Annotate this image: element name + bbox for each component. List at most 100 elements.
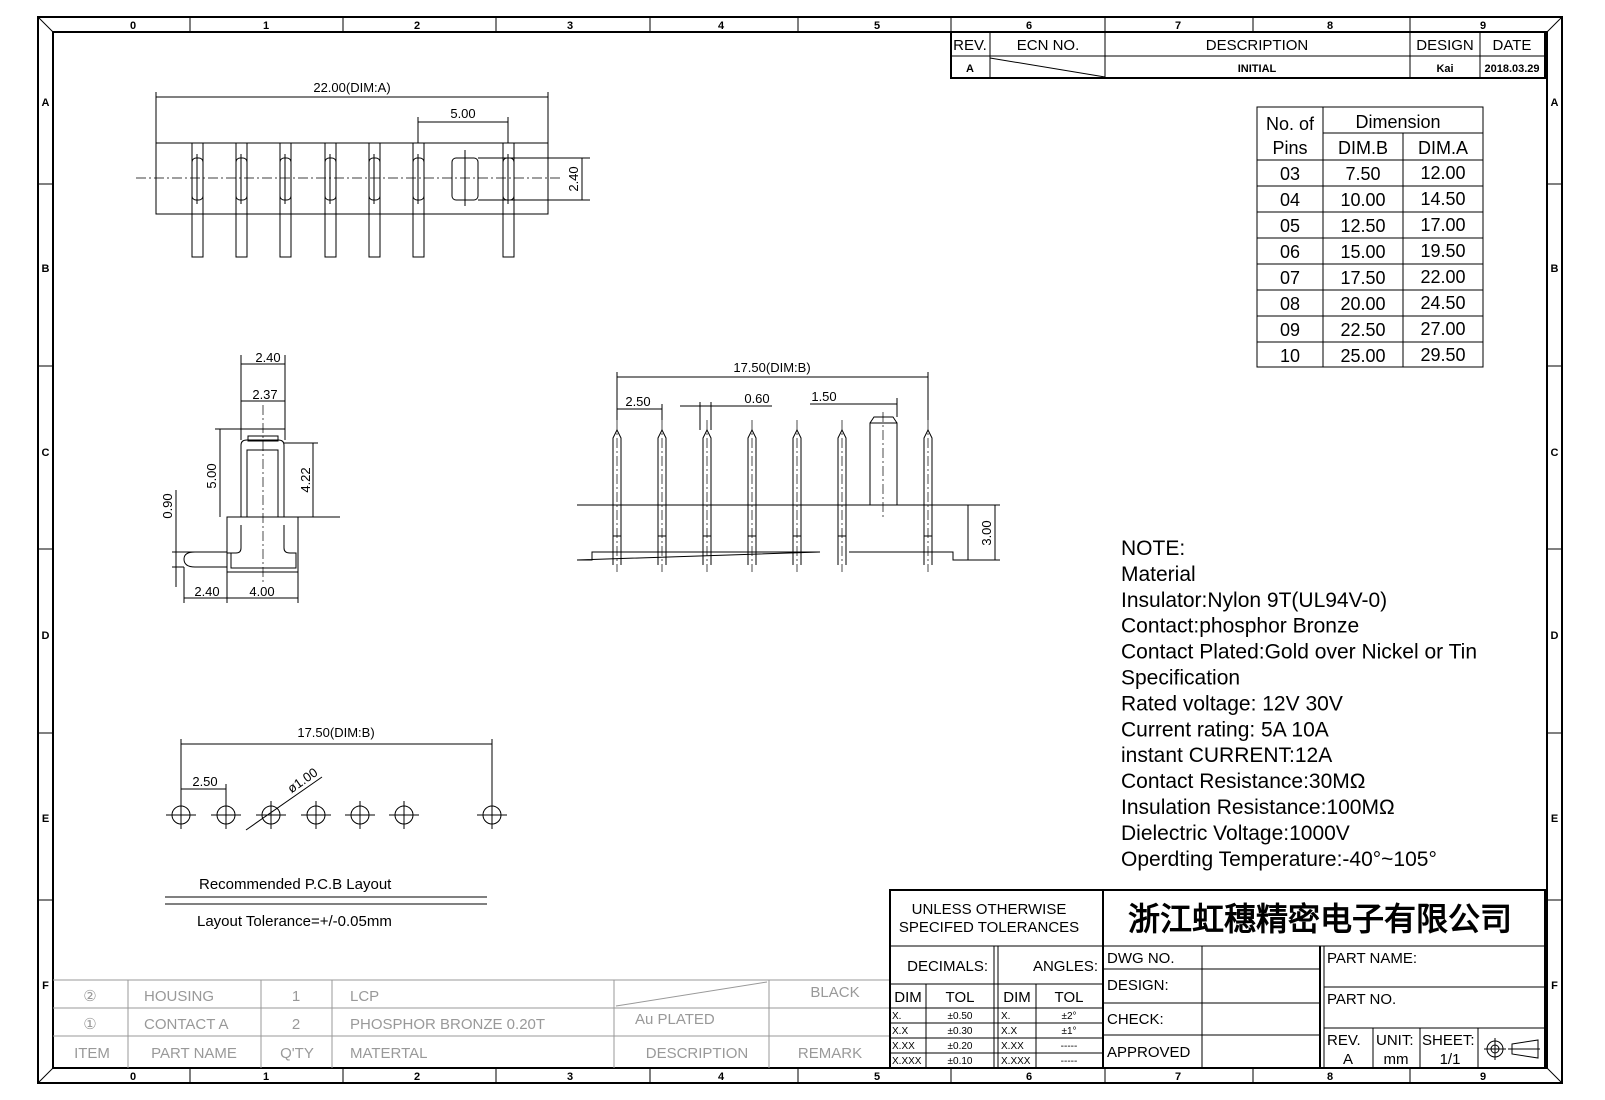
projection-symbol-icon xyxy=(1484,1038,1540,1060)
pitch-label: 5.00 xyxy=(450,106,475,121)
approved-label: APPROVED xyxy=(1107,1044,1191,1061)
part-name-cell: HOUSING xyxy=(144,988,214,1005)
height-label: 2.40 xyxy=(566,166,581,191)
company-name: 浙江虹穗精密电子有限公司 xyxy=(1128,900,1512,938)
pitch-label: 2.50 xyxy=(625,394,650,409)
pins-cell: 04 xyxy=(1280,190,1300,210)
revision-table: REV. ECN NO. DESCRIPTION DESIGN DATE A I… xyxy=(950,31,1546,79)
pcb-tolerance: Layout Tolerance=+/-0.05mm xyxy=(197,913,392,930)
pins-header-1: No. of xyxy=(1266,114,1315,134)
zone-column-label: 3 xyxy=(567,20,573,32)
unit-value: mm xyxy=(1384,1051,1409,1068)
zone-row-label: A xyxy=(42,97,50,109)
tolerance-title-2: SPECIFED TOLERANCES xyxy=(899,919,1079,936)
zone-column-label: 9 xyxy=(1480,1071,1486,1083)
pcb-layout: 17.50(DIM:B) 2.50 ø1.00 Recommended P.C.… xyxy=(165,725,507,930)
note-line: Operdting Temperature:-40°~105° xyxy=(1121,848,1437,871)
qty-header: Q'TY xyxy=(280,1045,314,1062)
design-label: DESIGN: xyxy=(1107,977,1169,994)
dimension-header: Dimension xyxy=(1355,112,1440,132)
pins-cell: 03 xyxy=(1280,164,1300,184)
remark-header: REMARK xyxy=(798,1045,862,1062)
tolerance-title-1: UNLESS OTHERWISE xyxy=(912,901,1067,918)
decimal-tol-cell: ±0.30 xyxy=(948,1026,973,1037)
lead-length-label: 2.40 xyxy=(194,584,219,599)
item-cell: ② xyxy=(83,988,96,1005)
title-block: UNLESS OTHERWISE SPECIFED TOLERANCES 浙江虹… xyxy=(889,889,1546,1069)
angles-label: ANGLES: xyxy=(1033,958,1098,975)
pins-cell: 10 xyxy=(1280,346,1300,366)
item-cell: ① xyxy=(83,1016,96,1033)
description-value: INITIAL xyxy=(1238,63,1277,75)
tol-col-label: TOL xyxy=(946,989,975,1006)
dim-a-cell: 29.50 xyxy=(1420,345,1465,365)
dim-a-cell: 24.50 xyxy=(1420,293,1465,313)
zone-row-label: D xyxy=(1551,630,1559,642)
part-name-header: PART NAME xyxy=(151,1045,237,1062)
dim-a-cell: 22.00 xyxy=(1420,267,1465,287)
frame xyxy=(37,16,1563,1084)
date-value: 2018.03.29 xyxy=(1484,63,1539,75)
part-name-label: PART NAME: xyxy=(1327,950,1417,967)
body-height-label: 3.00 xyxy=(979,520,994,545)
dim-b-label: 17.50(DIM:B) xyxy=(733,360,810,375)
zone-column-label: 2 xyxy=(414,20,420,32)
side-view: 2.40 2.37 5.00 4.22 0.90 2.40 4.00 xyxy=(160,350,340,603)
zone-column-label: 5 xyxy=(874,1071,880,1083)
check-label: CHECK: xyxy=(1107,1011,1164,1028)
zone-column-label: 2 xyxy=(414,1071,420,1083)
post-width-label: 1.50 xyxy=(811,389,836,404)
note-line: instant CURRENT:12A xyxy=(1121,744,1332,767)
description-header: DESCRIPTION xyxy=(1206,37,1309,54)
note-line: Contact Resistance:30MΩ xyxy=(1121,770,1365,793)
base-width-label: 4.00 xyxy=(249,584,274,599)
note-line: Rated voltage: 12V 30V xyxy=(1121,692,1343,715)
qty-cell: 1 xyxy=(292,988,300,1005)
zone-row-label: C xyxy=(42,447,50,459)
zone-row-label: F xyxy=(1551,980,1558,992)
description-header: DESCRIPTION xyxy=(646,1045,749,1062)
design-header: DESIGN xyxy=(1416,37,1474,54)
zone-column-label: 9 xyxy=(1480,20,1486,32)
dim-a-header: DIM.A xyxy=(1418,138,1468,158)
dim-b-cell: 17.50 xyxy=(1340,268,1385,288)
angle-tol-cell: ±2° xyxy=(1061,1011,1076,1022)
unit-label: UNIT: xyxy=(1376,1032,1414,1049)
pins-cell: 08 xyxy=(1280,294,1300,314)
material-cell: PHOSPHOR BRONZE 0.20T xyxy=(350,1016,545,1033)
zone-column-label: 0 xyxy=(130,1071,136,1083)
angle-tol-cell: ±1° xyxy=(1061,1026,1076,1037)
dim-b-cell: 22.50 xyxy=(1340,320,1385,340)
dim-a-cell: 19.50 xyxy=(1420,241,1465,261)
zone-column-label: 3 xyxy=(567,1071,573,1083)
zone-row-label: A xyxy=(1551,97,1559,109)
note-line: Insulation Resistance:100MΩ xyxy=(1121,796,1395,819)
material-header: MATERTAL xyxy=(350,1045,428,1062)
zone-row-label: D xyxy=(42,630,50,642)
hole-dia-label: ø1.00 xyxy=(284,765,320,796)
sheet-label: SHEET: xyxy=(1422,1032,1475,1049)
zone-column-label: 0 xyxy=(130,20,136,32)
pin xyxy=(324,142,337,258)
zone-column-label: 1 xyxy=(263,20,269,32)
zone-row-label: E xyxy=(1551,813,1558,825)
post-height-label: 5.00 xyxy=(204,463,219,488)
dim-a-label: 22.00(DIM:A) xyxy=(313,80,390,95)
pins-header-2: Pins xyxy=(1272,138,1307,158)
decimal-dim-cell: X.X xyxy=(892,1026,908,1037)
pin xyxy=(191,142,204,258)
zone-column-label: 7 xyxy=(1175,20,1181,32)
angle-tol-cell: ----- xyxy=(1061,1041,1078,1052)
pin-width-label: 0.60 xyxy=(744,391,769,406)
pins-cell: 06 xyxy=(1280,242,1300,262)
description-cell: Au PLATED xyxy=(635,1011,715,1028)
item-header: ITEM xyxy=(74,1045,110,1062)
width-inner-label: 2.37 xyxy=(252,387,277,402)
rev-value: A xyxy=(966,63,974,75)
dim-b-cell: 12.50 xyxy=(1340,216,1385,236)
date-header: DATE xyxy=(1493,37,1532,54)
